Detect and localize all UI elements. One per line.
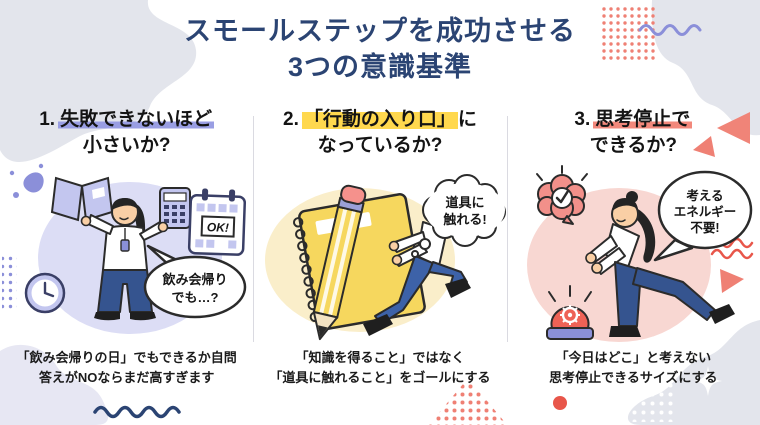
- speech-bubble: 飲み会帰り でも…?: [143, 244, 247, 319]
- thought-bubble-line2: 触れる!: [443, 212, 487, 227]
- ink-splash-icon: [9, 163, 44, 198]
- speech-bubble-line1: 飲み会帰り: [162, 272, 228, 287]
- column-3: 3.思考停止で できるか?: [507, 103, 760, 388]
- heading-number: 3.: [574, 109, 591, 130]
- woman-figure-1: [80, 198, 169, 321]
- clock-icon: [24, 272, 66, 314]
- page-title-line2: 3つの意識基準: [287, 51, 473, 82]
- heading-number: 1.: [39, 109, 56, 130]
- heading-highlight: 「行動の入り口」: [301, 109, 458, 130]
- calendar-icon: OK!: [188, 188, 247, 256]
- thought-bubble-line1: 道具に: [446, 195, 485, 210]
- column-2: 2.「行動の入り口」に なっているか?: [253, 103, 507, 388]
- woman-figure-3: [585, 191, 735, 337]
- heading-highlight: 思考停止で: [593, 109, 693, 130]
- squiggle-bottom-navy: [93, 405, 181, 419]
- column-2-caption: 「知識を得ること」ではなく 「道具に触れること」をゴールにする: [269, 350, 491, 386]
- speech-bubble-line2: でも…?: [172, 290, 219, 305]
- illustration-action-entry: 道具に 触れる!: [265, 174, 507, 341]
- speech-bubble-line2: エネルギー: [674, 204, 737, 219]
- column-divider: [253, 116, 254, 342]
- calendar-label: OK!: [207, 220, 229, 235]
- column-1: 1.失敗できないほど 小さいか?: [0, 103, 253, 388]
- column-1-heading: 1.失敗できないほど 小さいか?: [0, 103, 253, 160]
- column-3-heading: 3.思考停止で できるか?: [507, 103, 760, 160]
- speech-bubble-line1: 考える: [686, 188, 723, 203]
- brain-check-icon: [535, 165, 588, 225]
- calculator-icon: [159, 187, 192, 229]
- illustration-small-task: OK!: [2, 163, 247, 334]
- page-title: スモールステップを成功させる 3つの意識基準: [0, 14, 760, 85]
- heading-line2: 小さいか?: [82, 135, 171, 157]
- columns: 1.失敗できないほど 小さいか?: [0, 103, 760, 388]
- page-title-line1: スモールステップを成功させる: [184, 16, 576, 46]
- column-divider: [507, 116, 508, 342]
- thought-bubble: 道具に 触れる!: [411, 174, 507, 258]
- dots-pattern-purple: [2, 256, 18, 310]
- column-2-heading: 2.「行動の入り口」に なっているか?: [253, 103, 506, 160]
- column-1-caption: 「飲み会帰りの日」でもできるか自問 答えがNOならまだ高すぎます: [16, 350, 237, 386]
- pencil-icon: [313, 184, 367, 341]
- illustration-no-thinking: 考える エネルギー 不要!: [526, 165, 753, 342]
- column-3-caption: 「今日はどこ」と考えない 思考停止できるサイズにする: [549, 350, 718, 386]
- open-book-icon: [51, 176, 114, 222]
- speech-bubble: 考える エネルギー 不要!: [653, 170, 753, 262]
- speech-bubble-line3: 不要!: [690, 220, 719, 235]
- heading-number: 2.: [283, 109, 299, 130]
- alarm-button-icon: [545, 285, 594, 340]
- heading-line2: できるか?: [589, 135, 677, 157]
- dot-accent-red: [553, 396, 567, 410]
- heading-highlight: 失敗できないほど: [58, 109, 215, 130]
- heading-line2: なっているか?: [317, 135, 443, 157]
